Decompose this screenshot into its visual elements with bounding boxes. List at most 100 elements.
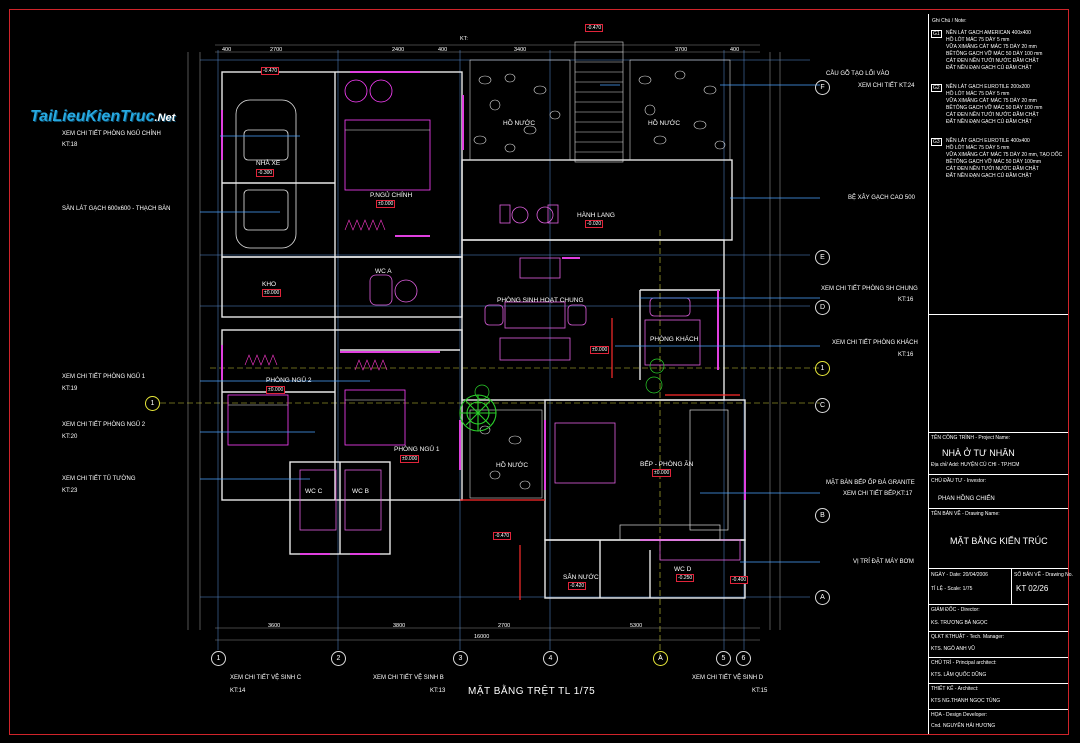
callout-left-3-kt: KT:19: [62, 386, 78, 392]
grid-bubble-bottom-1: 1: [211, 651, 226, 666]
note-g2-line: BÊTÔNG GẠCH VỠ MÁC 50 DÀY 100 mm: [946, 105, 1043, 111]
callout-right-5-kt: KT:16: [898, 352, 914, 358]
tb-address: Địa chỉ/ Add: HUYỆN CỦ CHI - TP.HCM: [931, 462, 1020, 468]
note-g3-line: VỮA XIMĂNG CÁT MÁC 75 DÀY 20 mm, TẠO DỐC: [946, 152, 1063, 158]
callout-left-2: SÀN LÁT GẠCH 600x600 - THẠCH BÀN: [62, 206, 171, 212]
tb-divider: [928, 508, 1068, 509]
tb-sheet: KT 02/26: [1016, 584, 1049, 593]
dim-top-3: 2400: [392, 47, 405, 53]
room-label-pond2: HỒ NƯỚC: [648, 120, 681, 127]
dim-top-5: 3400: [514, 47, 527, 53]
level-tag: ±0.000: [262, 289, 282, 297]
tb-divider: [928, 657, 1068, 658]
room-label-master: P.NGỦ CHÍNH: [370, 192, 413, 199]
grid-bubble-bottom-2: 2: [331, 651, 346, 666]
note-code-g1: G1: [931, 30, 942, 38]
grid-bubble-c: C: [815, 398, 830, 413]
dim-bottom-total: 16000: [474, 634, 490, 640]
level-tag: ±0.000: [266, 386, 286, 394]
grid-bubble-e: E: [815, 250, 830, 265]
callout-left-4: XEM CHI TIẾT PHÒNG NGỦ 2: [62, 422, 146, 428]
tb-divider: [928, 474, 1068, 475]
grid-bubble-a: A: [815, 590, 830, 605]
tb-divider: [928, 604, 1068, 605]
logo-suffix: .Net: [154, 112, 176, 124]
callout-left-5: XEM CHI TIẾT TỦ TƯỜNG: [62, 476, 136, 482]
level-tag: -0.020: [585, 220, 604, 228]
tb-project-label: TÊN CÔNG TRÌNH - Project Name:: [931, 435, 1011, 441]
callout-right-8: VỊ TRÍ ĐẶT MÁY BƠM: [853, 559, 914, 565]
callout-left-3: XEM CHI TIẾT PHÒNG NGỦ 1: [62, 374, 146, 380]
level-tag: -0.420: [568, 582, 587, 590]
callout-left-1: XEM CHI TIẾT PHÒNG NGỦ CHÍNH: [62, 131, 161, 137]
note-g2-line: HỒ LÓT MÁC 75 DÀY 5 mm: [946, 91, 1010, 97]
level-tag: -0.400: [730, 576, 749, 584]
notes-title: Ghi Chú / Note:: [932, 18, 967, 24]
callout-right-4-kt: KT:16: [898, 297, 914, 303]
note-g2-line: ĐẤT NỀN ĐẠN GẠCH CỦ ĐẦM CHẶT: [946, 119, 1032, 125]
tb-principal: KTS. LÂM QUỐC DŨNG: [931, 672, 987, 678]
callout-right-1: CẦU GỖ TẠO LỐI VÀO: [826, 71, 890, 77]
note-g3-line: ĐẤT NỀN ĐẠN GẠCH CỦ ĐẦM CHẶT: [946, 173, 1032, 179]
tb-director-label: GIÁM ĐỐC - Director:: [931, 607, 980, 613]
dim-top-2: 2700: [270, 47, 283, 53]
tb-manager: KTS. NGÔ ANH VŨ: [931, 646, 975, 652]
level-tag: ±0.000: [652, 469, 672, 477]
tb-developer: Cnd. NGUYỄN HẢI HƯƠNG: [931, 723, 996, 729]
room-label-pond1: HỒ NƯỚC: [503, 120, 536, 127]
callout-right-5: XEM CHI TIẾT PHÒNG KHÁCH: [832, 340, 918, 346]
tb-divider: [928, 314, 1068, 315]
callout-left-1-kt: KT:18: [62, 142, 78, 148]
tb-date: NGÀY - Date: 20/04/2006: [931, 572, 988, 578]
kt-top: KT:: [460, 36, 468, 42]
tb-director: KS. TRƯƠNG BÁ NGỌC: [931, 620, 988, 626]
plan-title: MẶT BẰNG TRỆT TL 1/75: [468, 686, 596, 697]
dim-top-4: 400: [438, 47, 448, 53]
callout-bottom-3-kt: KT:15: [752, 688, 768, 694]
room-label-living: PHÒNG SINH HOẠT CHUNG: [497, 297, 584, 304]
level-tag: -0.250: [676, 574, 695, 582]
sheet-border: [9, 9, 1069, 735]
callout-right-6: MẶT BÀN BẾP ỐP ĐÁ GRANITE: [826, 480, 915, 486]
note-code-g3: G3: [931, 138, 942, 146]
logo-text: TaiLieuKienTruc: [30, 108, 155, 125]
room-label-wcd: WC D: [674, 566, 692, 573]
room-label-garage: NHÀ XE: [256, 160, 281, 167]
room-label-storage: KHO: [262, 281, 277, 288]
level-tag: ±0.000: [590, 346, 610, 354]
note-code-g2: G2: [931, 84, 942, 92]
grid-bubble-left-1: 1: [145, 396, 160, 411]
tb-sheet-label: SỐ BẢN VẼ - Drawing No.: [1014, 572, 1073, 578]
grid-bubble-bottom-4: 4: [543, 651, 558, 666]
tb-divider: [928, 709, 1068, 710]
room-label-yard: SÂN NƯỚC: [563, 574, 599, 581]
tb-owner-label: CHỦ ĐẦU TƯ - Investor:: [931, 478, 987, 484]
note-g1-line: CÁT ĐEN NỀN TƯỚI NƯỚC ĐẦM CHẶT: [946, 58, 1039, 64]
title-block: Ghi Chú / Note: G1 NỀN LÁT GẠCH AMERICAN…: [928, 14, 1073, 734]
room-label-wcc: WC C: [305, 488, 323, 495]
dim-bottom-4: 5300: [630, 623, 643, 629]
room-label-wca: WC A: [375, 268, 392, 275]
callout-right-2: XEM CHI TIẾT KT:24: [858, 83, 915, 89]
callout-right-4: XEM CHI TIẾT PHÒNG SH CHUNG: [821, 286, 918, 292]
dim-bottom-1: 3600: [268, 623, 281, 629]
dim-top-1: 400: [222, 47, 232, 53]
grid-bubble-bottom-6: 6: [736, 651, 751, 666]
tb-principal-label: CHỦ TRÌ - Principal architect:: [931, 660, 997, 666]
callout-right-7: XEM CHI TIẾT BẾP,KT:17: [843, 491, 913, 497]
note-g2-line: NỀN LÁT GẠCH EUROTILE 200x200: [946, 84, 1030, 90]
grid-bubble-b: B: [815, 508, 830, 523]
watermark-logo: TaiLieuKienTruc.Net: [30, 108, 175, 126]
grid-bubble-bottom-3: 3: [453, 651, 468, 666]
grid-bubble-bottom-5: 5: [716, 651, 731, 666]
room-label-bed1: PHÒNG NGỦ 1: [394, 446, 440, 453]
tb-drawing-label: TÊN BẢN VẼ - Drawing Name:: [931, 511, 1000, 517]
note-g1-line: VỮA XIMĂNG CÁT MÁC 75 DÀY 20 mm: [946, 44, 1037, 50]
callout-bottom-2-kt: KT:13: [430, 688, 446, 694]
callout-right-3: BỆ XÂY GẠCH CAO 500: [848, 195, 915, 201]
note-g2-line: CÁT ĐEN NỀN TƯỚI NƯỚC ĐẦM CHẶT: [946, 112, 1039, 118]
callout-bottom-1-kt: KT:14: [230, 688, 246, 694]
tb-divider: [928, 631, 1068, 632]
tb-vdivider: [1011, 568, 1012, 604]
